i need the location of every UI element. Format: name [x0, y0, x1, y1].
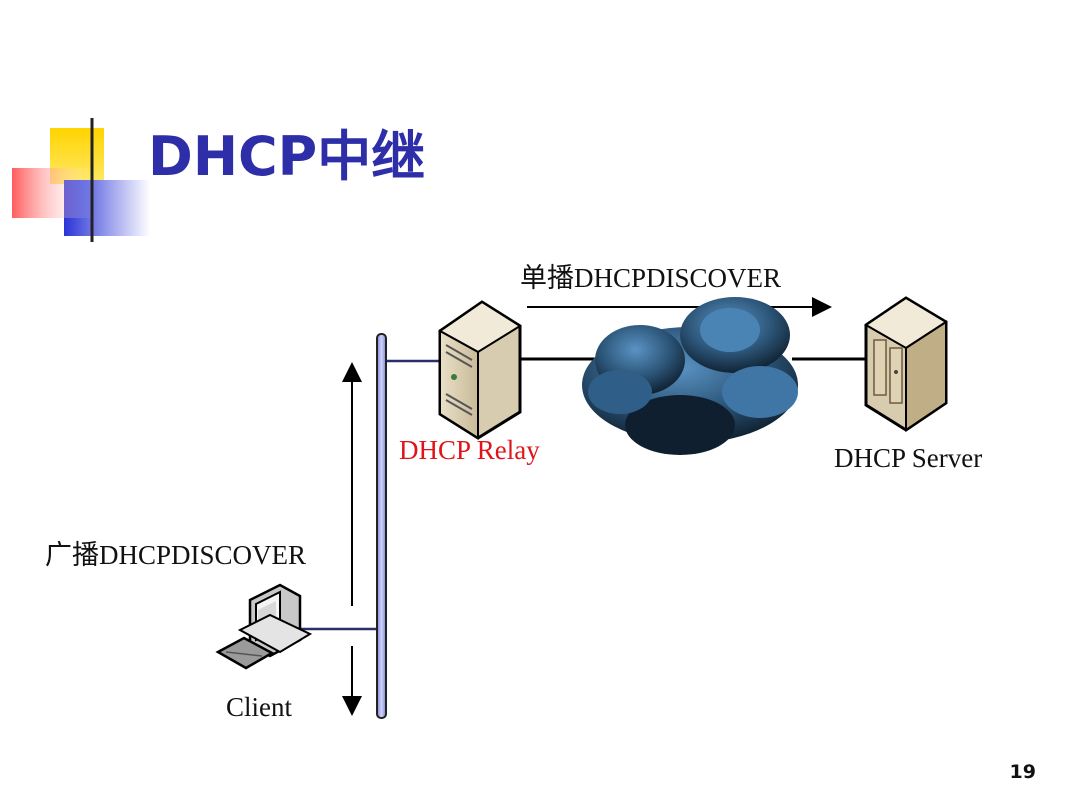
dhcp-relay-label: DHCP Relay [399, 435, 540, 465]
network-bus [376, 333, 387, 719]
dhcp-server-label: DHCP Server [834, 443, 983, 473]
unicast-discover-label: 单播DHCPDISCOVER [520, 263, 782, 293]
client-computer-icon [215, 583, 313, 670]
page-title: DHCP中继 [148, 125, 426, 188]
page-number: 19 [1009, 761, 1036, 783]
dhcp-server-icon [864, 296, 948, 432]
title-decoration [12, 118, 1040, 242]
broadcast-discover-label: 广播DHCPDISCOVER [45, 540, 307, 570]
relay-server-icon [438, 300, 522, 440]
network-cloud-icon [582, 297, 798, 455]
client-label: Client [226, 692, 292, 722]
